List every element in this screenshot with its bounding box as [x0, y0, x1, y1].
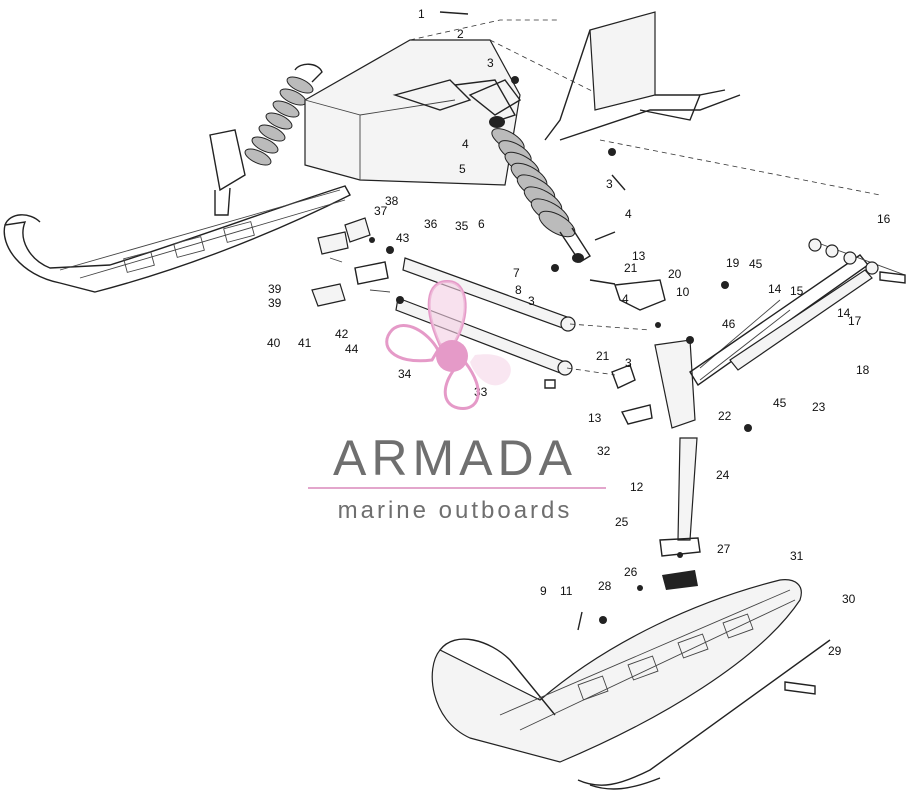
logo-tagline-text: marine outboards	[338, 497, 573, 524]
front-ski	[431, 579, 831, 790]
part-number-label: 10	[676, 285, 690, 299]
part-number-label: 4	[462, 137, 469, 151]
part-number-label: 45	[773, 396, 787, 410]
part-number-label: 11	[560, 584, 573, 598]
part-number-label: 3	[625, 356, 632, 370]
part-number-label: 45	[749, 257, 763, 271]
part-number-label: 32	[597, 444, 611, 458]
part-number-label: 25	[615, 515, 629, 529]
part-number-label: 37	[374, 204, 388, 218]
part-number-label: 31	[790, 549, 804, 563]
left-ski	[3, 185, 351, 293]
part-number-label: 35	[455, 219, 469, 233]
part-number-label: 13	[588, 411, 602, 425]
part-number-label: 43	[396, 231, 410, 245]
part-number-label: 8	[515, 283, 522, 297]
part-number-label: 30	[842, 592, 856, 606]
part-number-label: 39	[268, 296, 282, 310]
logo-brand-text: ARMADA	[333, 430, 577, 486]
part-number-label: 21	[624, 261, 638, 275]
part-number-label: 1	[418, 7, 425, 21]
part-number-label: 17	[848, 314, 862, 328]
part-number-label: 33	[474, 385, 488, 399]
part-number-label: 42	[335, 327, 349, 341]
part-number-label: 4	[622, 292, 629, 306]
part-number-label: 23	[812, 400, 826, 414]
part-number-label: 46	[722, 317, 736, 331]
part-number-label: 4	[625, 207, 632, 221]
part-number-label: 29	[828, 644, 842, 658]
loose-hardware	[439, 11, 752, 631]
left-hardware	[311, 217, 404, 307]
part-number-callouts: 1233334445678910111213131414151617181920…	[267, 7, 891, 658]
part-number-label: 6	[478, 217, 485, 231]
propeller-icon	[385, 280, 511, 410]
part-number-label: 3	[487, 56, 494, 70]
part-number-label: 18	[856, 363, 870, 377]
part-number-label: 26	[624, 565, 638, 579]
part-number-label: 12	[630, 480, 644, 494]
part-number-label: 14	[768, 282, 782, 296]
part-number-label: 39	[268, 282, 282, 296]
part-number-label: 7	[513, 266, 520, 280]
part-number-label: 27	[717, 542, 731, 556]
part-number-label: 28	[598, 579, 612, 593]
part-number-label: 40	[267, 336, 281, 350]
shock-absorber	[468, 79, 591, 272]
part-number-label: 15	[790, 284, 804, 298]
part-number-label: 44	[345, 342, 359, 356]
part-number-label: 13	[632, 249, 646, 263]
part-number-label: 41	[298, 336, 312, 350]
spindle-assembly	[611, 254, 870, 590]
part-number-label: 36	[424, 217, 438, 231]
part-number-label: 3	[606, 177, 613, 191]
part-number-label: 16	[877, 212, 891, 226]
part-number-label: 20	[668, 267, 682, 281]
part-number-label: 24	[716, 468, 730, 482]
part-number-label: 2	[457, 27, 464, 41]
tie-rod	[729, 238, 906, 371]
part-number-label: 22	[718, 409, 732, 423]
part-number-label: 19	[726, 256, 740, 270]
part-number-label: 38	[385, 194, 399, 208]
part-number-label: 5	[459, 162, 466, 176]
part-number-label: 3	[528, 294, 535, 308]
armada-logo: ARMADA marine outboards	[308, 280, 606, 524]
part-number-label: 34	[398, 367, 412, 381]
part-number-label: 9	[540, 584, 547, 598]
part-number-label: 21	[596, 349, 610, 363]
upper-frame	[544, 11, 881, 196]
left-shock-spring	[209, 63, 323, 216]
part-number-label: 14	[837, 306, 851, 320]
